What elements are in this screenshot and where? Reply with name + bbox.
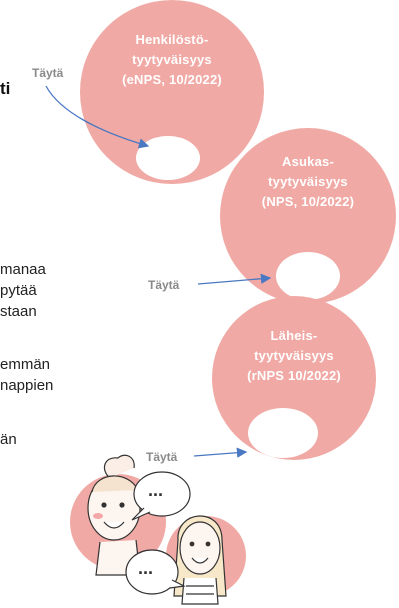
circle-label-line: (NPS, 10/2022) bbox=[261, 194, 355, 209]
fill-in-field[interactable] bbox=[276, 252, 340, 300]
fill-label: Täytä bbox=[146, 450, 178, 464]
speech-bubble bbox=[125, 471, 191, 595]
circle-label-line: tyytyväisyys bbox=[132, 52, 212, 67]
circle-label-line: (rNPS 10/2022) bbox=[247, 368, 341, 383]
circle-relative-satisfaction: Läheis- tyytyväisyys (rNPS 10/2022) bbox=[212, 296, 376, 460]
body-text-line: emmän bbox=[0, 356, 51, 373]
body-text-line: pytää bbox=[0, 282, 37, 299]
body-text-line: manaa bbox=[0, 261, 46, 278]
fill-label: Täytä bbox=[148, 278, 180, 292]
body-text-line: nappien bbox=[0, 377, 54, 394]
circle-label: Läheis- tyytyväisyys (rNPS 10/2022) bbox=[212, 326, 376, 386]
fill-in-field[interactable] bbox=[248, 408, 318, 458]
body-text-line: staan bbox=[0, 303, 37, 320]
circle-resident-satisfaction: Asukas- tyytyväisyys (NPS, 10/2022) bbox=[220, 128, 396, 304]
circle-label-line: tyytyväisyys bbox=[254, 348, 334, 363]
circle-label-line: Asukas- bbox=[282, 154, 334, 169]
woman-figure bbox=[173, 515, 227, 605]
circle-label: Henkilöstö- tyytyväisyys (eNPS, 10/2022) bbox=[80, 30, 264, 90]
circle-label: Asukas- tyytyväisyys (NPS, 10/2022) bbox=[220, 152, 396, 212]
circle-employee-satisfaction: Henkilöstö- tyytyväisyys (eNPS, 10/2022) bbox=[80, 0, 264, 184]
circle-label-line: tyytyväisyys bbox=[268, 174, 348, 189]
speech-bubble-text: ... bbox=[138, 558, 154, 578]
circle-label-line: Läheis- bbox=[270, 328, 318, 343]
circle-label-line: Henkilöstö- bbox=[135, 32, 209, 47]
fill-label: Täytä bbox=[32, 66, 64, 80]
body-text-line: än bbox=[0, 431, 17, 448]
arrow-1 bbox=[45, 85, 150, 149]
circle-label-line: (eNPS, 10/2022) bbox=[122, 72, 222, 87]
arrow-2 bbox=[197, 273, 272, 285]
page-title-fragment: ti bbox=[0, 79, 11, 98]
speech-bubble-text: ... bbox=[148, 480, 164, 500]
arrow-3 bbox=[193, 447, 248, 458]
